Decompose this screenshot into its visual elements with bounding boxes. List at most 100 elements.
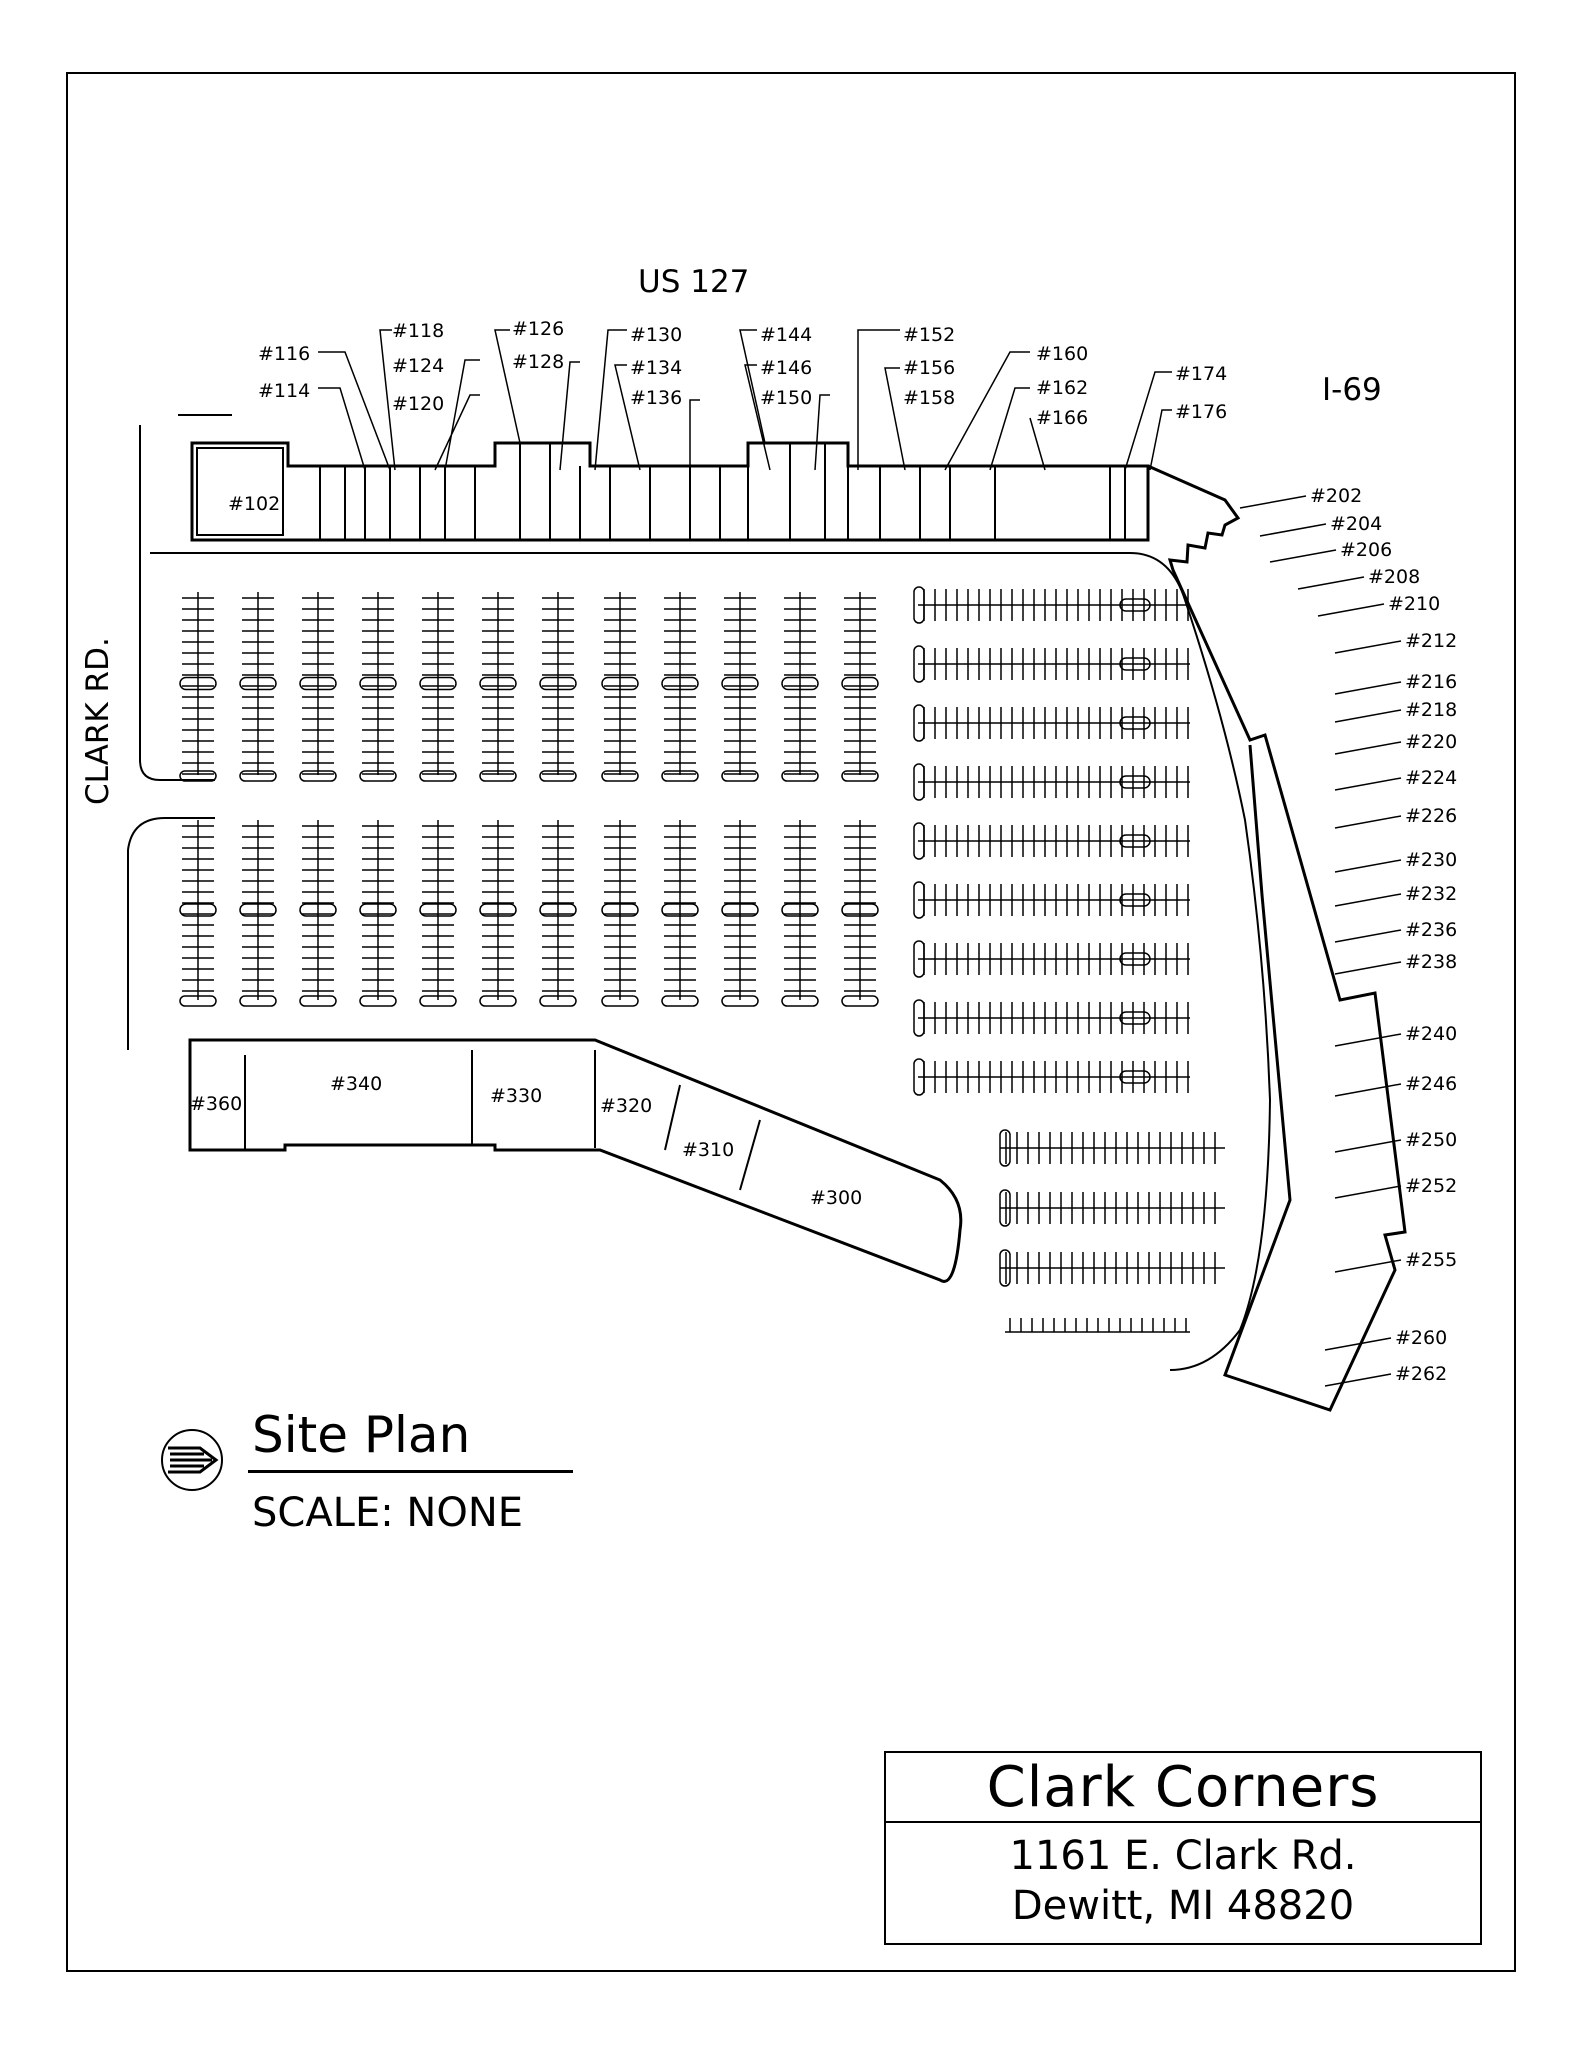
unit-label-east: #208 [1368, 566, 1420, 588]
leader-line [1297, 576, 1365, 590]
north-strip-building [190, 441, 1150, 542]
north-arrow-icon [161, 1429, 223, 1491]
leader-line [1324, 1373, 1392, 1387]
unit-label-north: #126 [512, 318, 564, 340]
leader-line [1334, 640, 1402, 654]
unit-label-east: #252 [1405, 1175, 1457, 1197]
unit-label-east: #260 [1395, 1327, 1447, 1349]
unit-label-north: #174 [1175, 363, 1227, 385]
leader-line [1259, 523, 1327, 537]
clark-rd-curb-south [127, 817, 215, 1050]
leader-line [1317, 603, 1385, 617]
leader-line [1334, 681, 1402, 695]
unit-label-south: #320 [600, 1095, 652, 1117]
unit-label-north: #158 [903, 387, 955, 409]
leader-line [1334, 1033, 1402, 1047]
drawing-border [66, 72, 1516, 1972]
unit-label-east: #204 [1330, 513, 1382, 535]
unit-label-north: #160 [1036, 343, 1088, 365]
leader-line [1334, 815, 1402, 829]
unit-label-north: #118 [392, 320, 444, 342]
unit-label-north: #124 [392, 355, 444, 377]
address-line-2: Dewitt, MI 48820 [1011, 1883, 1355, 1929]
unit-label-north: #144 [760, 324, 812, 346]
unit-label-east: #202 [1310, 485, 1362, 507]
unit-label-north: #152 [903, 324, 955, 346]
unit-label-north: #150 [760, 387, 812, 409]
unit-label-east: #262 [1395, 1363, 1447, 1385]
unit-label-north: #134 [630, 357, 682, 379]
road-label-clark-rd: CLARK RD. [80, 637, 116, 805]
unit-label-south: #340 [330, 1073, 382, 1095]
leader-line [1334, 1083, 1402, 1097]
east-strip-building [1147, 464, 1407, 1412]
unit-label-north: #162 [1036, 377, 1088, 399]
leader-line [1334, 893, 1402, 907]
leader-line [1269, 549, 1337, 563]
unit-label-east: #224 [1405, 767, 1457, 789]
unit-label-north: #156 [903, 357, 955, 379]
leader-line [1239, 495, 1307, 509]
clark-rd-curb-north [139, 425, 215, 781]
road-label-us127: US 127 [638, 264, 749, 300]
unit-label-east: #255 [1405, 1249, 1457, 1271]
unit-labels: #116 #114 #118 #124 #120 #126 #128 #130 #134 #136… [190, 318, 1457, 1385]
unit-label-south: #300 [810, 1187, 862, 1209]
title-block: Clark Corners 1161 E. Clark Rd. Dewitt, … [884, 1751, 1482, 1945]
unit-label-east: #238 [1405, 951, 1457, 973]
legend-divider [248, 1470, 573, 1473]
unit-label-anchor-102: #102 [228, 493, 280, 515]
unit-label-north: #114 [258, 380, 310, 402]
leader-line [944, 351, 1172, 471]
north-unit-dividers [319, 443, 1126, 540]
legend-title: Site Plan [252, 1406, 471, 1464]
leader-line [1334, 929, 1402, 943]
unit-label-north: #146 [760, 357, 812, 379]
legend-scale: SCALE: NONE [252, 1490, 524, 1536]
unit-label-north: #176 [1175, 401, 1227, 423]
unit-label-north: #128 [512, 351, 564, 373]
unit-label-north: #166 [1036, 407, 1088, 429]
unit-label-south: #360 [190, 1093, 242, 1115]
unit-label-south: #330 [490, 1085, 542, 1107]
unit-label-east: #232 [1405, 883, 1457, 905]
leader-line [739, 329, 906, 471]
anchor-102-outline [196, 447, 284, 536]
unit-label-east: #230 [1405, 849, 1457, 871]
leader-line [1334, 1139, 1402, 1153]
unit-label-east: #250 [1405, 1129, 1457, 1151]
parking-stalls [179, 586, 1225, 1333]
property-name: Clark Corners [886, 1753, 1480, 1823]
south-strip-building [188, 1038, 963, 1283]
unit-label-east: #226 [1405, 805, 1457, 827]
unit-label-east: #236 [1405, 919, 1457, 941]
south-unit-dividers [244, 1050, 761, 1191]
leader-line [1334, 1259, 1402, 1273]
leader-line [1334, 859, 1402, 873]
leader-line [1334, 741, 1402, 755]
leader-line [318, 329, 480, 471]
road-label-i69: I-69 [1322, 372, 1382, 408]
leader-line [1334, 709, 1402, 723]
unit-label-east: #206 [1340, 539, 1392, 561]
unit-label-east: #212 [1405, 630, 1457, 652]
leader-line [1334, 777, 1402, 791]
leader-line [494, 329, 700, 471]
unit-label-north: #130 [630, 324, 682, 346]
unit-label-east: #216 [1405, 671, 1457, 693]
leader-line [1334, 1185, 1402, 1199]
unit-label-east: #220 [1405, 731, 1457, 753]
leader-lines [318, 329, 1402, 1387]
unit-label-north: #120 [392, 393, 444, 415]
unit-label-east: #240 [1405, 1023, 1457, 1045]
unit-label-east: #210 [1388, 593, 1440, 615]
unit-label-south: #310 [682, 1139, 734, 1161]
leader-line [1334, 961, 1402, 975]
unit-label-east: #218 [1405, 699, 1457, 721]
property-address: 1161 E. Clark Rd. Dewitt, MI 48820 [886, 1823, 1480, 1931]
unit-label-north: #136 [630, 387, 682, 409]
unit-label-north: #116 [258, 343, 310, 365]
unit-label-east: #246 [1405, 1073, 1457, 1095]
address-line-1: 1161 E. Clark Rd. [1009, 1833, 1357, 1879]
